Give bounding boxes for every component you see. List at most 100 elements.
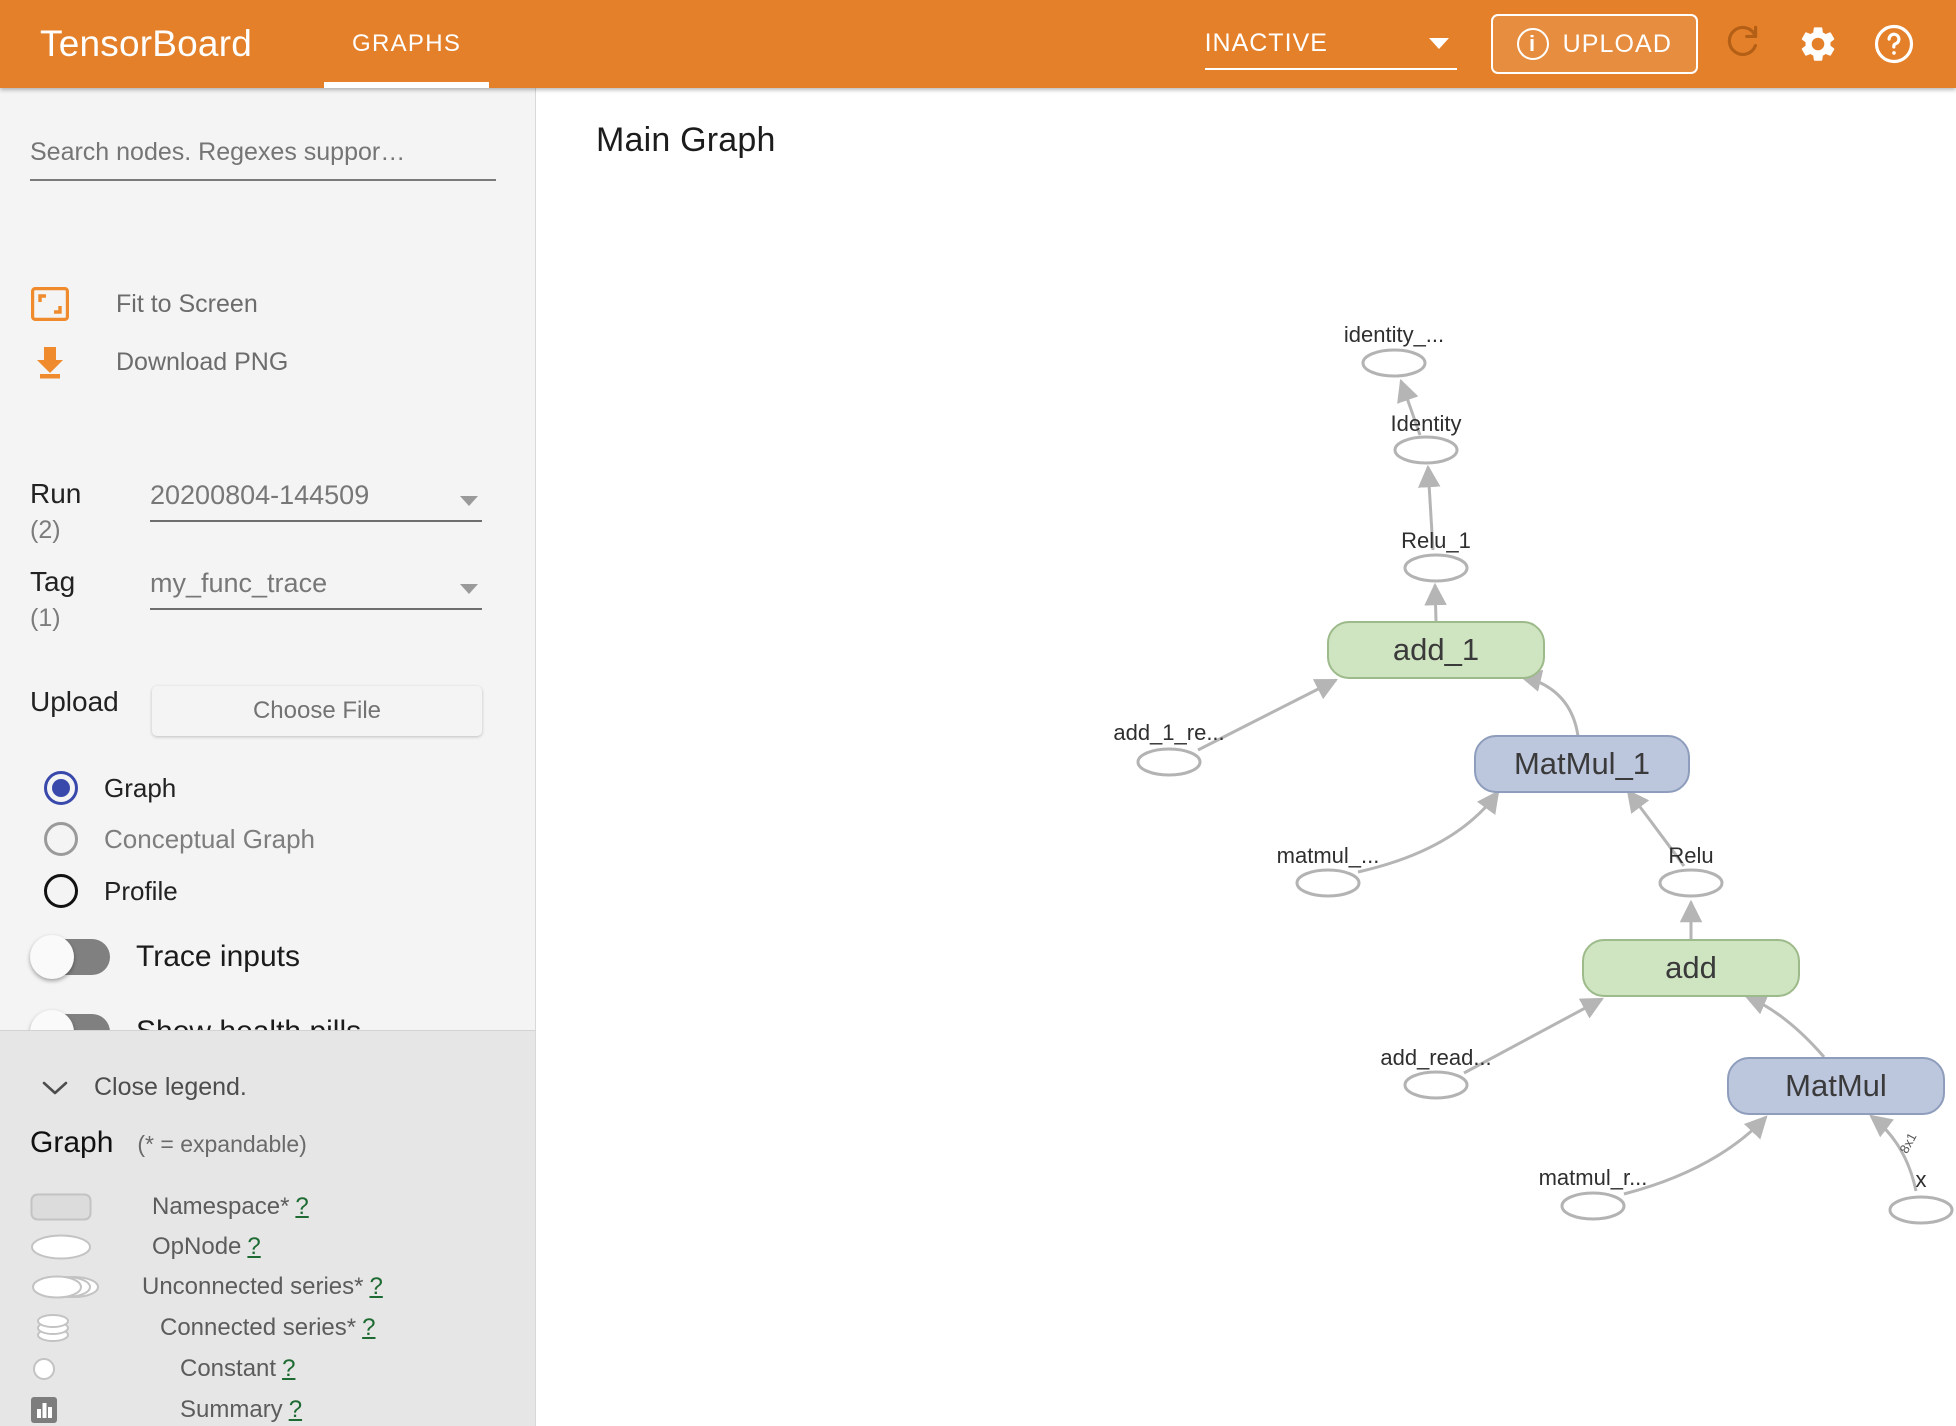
radio-profile-label: Profile <box>104 875 178 906</box>
legend-title: Graph <box>30 1126 114 1159</box>
unconnected-series-glyph-icon <box>30 1273 114 1301</box>
run-status-value: INACTIVE <box>1204 28 1328 57</box>
edge-add1-to-relu1 <box>1424 582 1447 622</box>
legend-label-constant: Constant? <box>180 1354 296 1382</box>
tag-value: my_func_trace <box>150 568 328 598</box>
chevron-down-icon <box>460 584 478 594</box>
node-matmulread1-shape <box>1295 868 1361 898</box>
legend-label-namespace: Namespace*? <box>152 1192 309 1220</box>
choose-file-button[interactable]: Choose File <box>152 686 482 736</box>
legend-label-connected-series: Connected series*? <box>160 1313 376 1341</box>
edge-add1read-to-add1 <box>1197 678 1339 752</box>
tag-count: (1) <box>30 604 61 632</box>
upload-button[interactable]: i UPLOAD <box>1490 14 1698 74</box>
node-add1read-shape <box>1136 747 1202 777</box>
run-select[interactable]: 20200804-144509 <box>150 480 482 522</box>
upload-button-label: UPLOAD <box>1562 29 1672 58</box>
refresh-icon[interactable] <box>1710 12 1774 76</box>
chevron-down-icon <box>42 1081 68 1094</box>
help-link[interactable]: ? <box>288 1395 303 1423</box>
fit-to-screen-button[interactable]: Fit to Screen <box>30 284 258 324</box>
edge-addread-to-add <box>1463 997 1604 1075</box>
download-png-button[interactable]: Download PNG <box>30 342 288 382</box>
header-actions: INACTIVE i UPLOAD <box>1204 12 1956 76</box>
connected-series-glyph-icon <box>30 1312 114 1344</box>
gear-icon[interactable] <box>1786 12 1850 76</box>
radio-conceptual-graph-label: Conceptual Graph <box>104 823 316 854</box>
legend-item-namespace: Namespace*? <box>30 1191 309 1222</box>
toggle-trace-inputs-label: Trace inputs <box>136 940 300 973</box>
edge-matmul-to-add <box>1743 993 1826 1058</box>
tag-field: Tag (1) my_func_trace <box>30 568 482 633</box>
edge-relu-to-matmul1 <box>1626 789 1686 867</box>
graph-canvas[interactable]: Main Graph <box>536 88 1956 1426</box>
legend-item-connected-series: Connected series*? <box>30 1312 375 1343</box>
radio-graph-icon <box>44 771 78 805</box>
edge-matmul1-to-add1 <box>1518 669 1580 737</box>
fit-to-screen-icon <box>30 284 70 324</box>
tag-select[interactable]: my_func_trace <box>150 568 482 610</box>
search-field-wrap <box>30 138 496 181</box>
node-identity-out-shape <box>1361 348 1427 378</box>
run-field: Run (2) 20200804-144509 <box>30 480 482 545</box>
radio-graph-label: Graph <box>104 772 177 803</box>
help-link[interactable]: ? <box>362 1313 376 1341</box>
download-png-label: Download PNG <box>116 347 289 376</box>
legend-label-summary: Summary? <box>180 1395 303 1423</box>
sidebar-controls: Fit to Screen Download PNG Run (2) <box>0 88 535 1108</box>
run-count: (2) <box>30 516 61 544</box>
edge-matmulread-to-matmul <box>1623 1115 1768 1196</box>
toggle-trace-inputs[interactable]: Trace inputs <box>30 935 300 979</box>
opnode-glyph-icon <box>30 1233 114 1261</box>
node-relu-shape <box>1658 868 1724 898</box>
help-link[interactable]: ? <box>247 1232 261 1260</box>
upload-field: Upload <box>30 688 130 716</box>
graph-edges <box>1136 348 1954 1225</box>
toggle-trace-inputs-switch[interactable] <box>30 935 110 979</box>
search-input[interactable] <box>30 138 496 181</box>
node-add-1[interactable]: add_1 <box>1327 621 1545 679</box>
fit-to-screen-label: Fit to Screen <box>116 289 258 318</box>
download-icon <box>30 342 70 382</box>
radio-conceptual-graph-icon <box>44 822 78 856</box>
chevron-down-icon <box>1428 38 1449 49</box>
edge-x-to-matmul <box>1869 1114 1918 1192</box>
run-label: Run <box>30 478 82 509</box>
legend-item-constant: Constant? <box>30 1353 295 1384</box>
app-brand: TensorBoard <box>40 23 252 64</box>
legend-item-unconnected-series: Unconnected series*? <box>30 1271 383 1302</box>
help-link[interactable]: ? <box>282 1354 296 1382</box>
constant-glyph-icon <box>30 1356 114 1382</box>
node-relu1-shape <box>1403 553 1469 583</box>
node-matmulread-shape <box>1560 1191 1626 1221</box>
help-link[interactable]: ? <box>369 1272 383 1300</box>
app-header: TensorBoard GRAPHS INACTIVE i UPLOAD <box>0 0 1956 88</box>
node-matmul[interactable]: MatMul <box>1727 1057 1945 1115</box>
node-matmul-1[interactable]: MatMul_1 <box>1474 735 1690 793</box>
legend-subtitle: (* = expandable) <box>137 1131 307 1157</box>
node-add[interactable]: add <box>1582 939 1800 997</box>
edge-relu1-to-identity <box>1417 464 1441 551</box>
tab-graphs[interactable]: GRAPHS <box>324 0 490 88</box>
close-legend-label: Close legend. <box>94 1073 247 1101</box>
radio-profile-icon <box>44 874 78 908</box>
node-addread-shape <box>1403 1070 1469 1100</box>
info-icon: i <box>1516 28 1549 60</box>
upload-label: Upload <box>30 686 119 717</box>
sidebar: Fit to Screen Download PNG Run (2) <box>0 88 536 1426</box>
radio-profile[interactable]: Profile <box>44 874 178 908</box>
run-status-select[interactable]: INACTIVE <box>1204 18 1457 70</box>
legend-title-row: Graph (* = expandable) <box>30 1126 307 1160</box>
help-link[interactable]: ? <box>295 1192 309 1220</box>
close-legend-button[interactable]: Close legend. <box>42 1073 247 1102</box>
help-icon[interactable] <box>1862 12 1926 76</box>
radio-conceptual-graph[interactable]: Conceptual Graph <box>44 822 315 856</box>
node-x-shape <box>1888 1195 1954 1225</box>
edge-identity-to-identityout <box>1397 378 1422 436</box>
header-tabs: GRAPHS <box>324 0 490 88</box>
radio-graph[interactable]: Graph <box>44 771 176 805</box>
edge-matmulread1-to-matmul1 <box>1357 790 1500 874</box>
run-value: 20200804-144509 <box>150 480 370 510</box>
page-title: Main Graph <box>596 121 776 159</box>
node-identity-shape <box>1393 435 1459 465</box>
